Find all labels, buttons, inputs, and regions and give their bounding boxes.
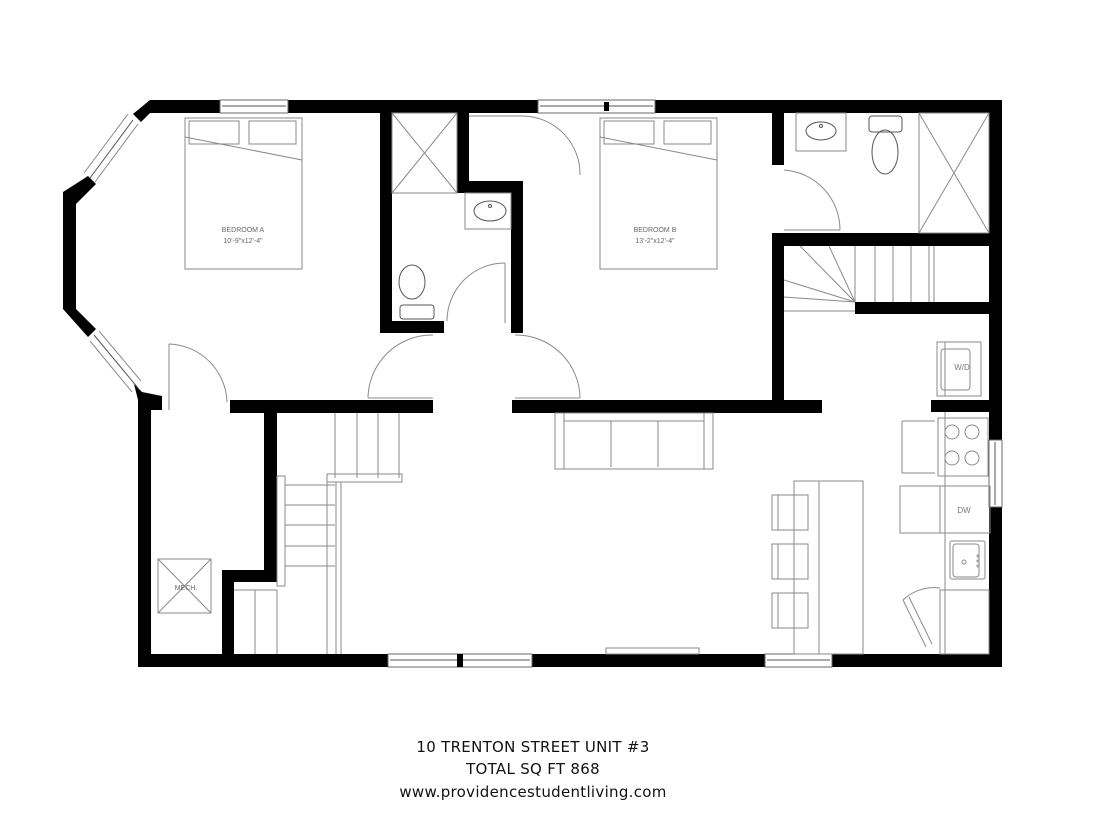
bedroom-b-dims: 13'-2"x12'-4" <box>635 238 675 245</box>
bedroom-a: BEDROOM A 10'-9"x12'-4" <box>168 117 303 410</box>
stair-upper-right <box>783 245 935 312</box>
interior-walls <box>222 113 1002 660</box>
kitchen-window <box>988 439 1003 508</box>
sink-2 <box>795 112 847 152</box>
area-caption: TOTAL SQ FT 868 <box>466 760 600 778</box>
bottom-windows <box>387 653 833 668</box>
mech-label: MECH. <box>175 585 198 592</box>
stove <box>937 417 989 477</box>
bay-windows <box>83 113 142 393</box>
stair-left <box>234 413 403 654</box>
tv-console <box>605 647 700 655</box>
sofa <box>554 412 714 470</box>
shower-2 <box>918 112 990 234</box>
mech-closet: MECH. <box>157 558 212 614</box>
toilet-2 <box>868 115 903 133</box>
top-windows <box>219 99 656 114</box>
shower-1 <box>391 112 458 194</box>
washer-dryer: W/D <box>936 341 982 397</box>
toilet-1 <box>398 264 426 300</box>
bedroom-b: BEDROOM B 13'-2"x12'-4" <box>599 117 718 270</box>
bed-a <box>184 117 303 270</box>
kitchen: DW <box>899 412 991 655</box>
stool-3 <box>771 592 809 629</box>
sink-1 <box>464 192 512 230</box>
bedroom-b-door <box>469 115 581 176</box>
bathroom-2 <box>783 112 990 234</box>
kitchen-sink <box>949 540 986 580</box>
stool-1 <box>771 494 809 531</box>
kitchen-island <box>793 480 864 655</box>
washer-dryer-label: W/D <box>954 363 970 372</box>
bedroom-b-name: BEDROOM B <box>634 227 677 234</box>
bed-b <box>599 117 718 270</box>
website-caption: www.providencestudentliving.com <box>399 783 667 801</box>
dishwasher-label: DW <box>957 506 971 515</box>
bathroom-1 <box>367 112 581 399</box>
address-caption: 10 TRENTON STREET UNIT #3 <box>416 738 650 756</box>
fridge <box>939 589 990 655</box>
living-area <box>554 412 864 655</box>
exterior-walls <box>63 100 1002 667</box>
bedroom-a-dims: 10'-9"x12'-4" <box>223 238 263 245</box>
stool-2 <box>771 543 809 580</box>
bedroom-a-name: BEDROOM A <box>222 227 265 234</box>
